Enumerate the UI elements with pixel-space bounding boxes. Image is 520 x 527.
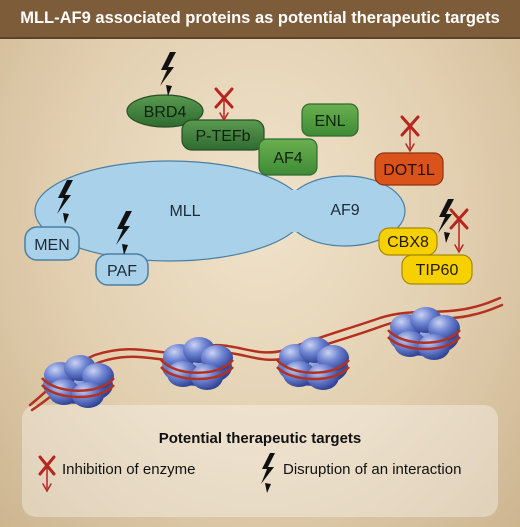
- nucleosome: [276, 337, 350, 390]
- tip60-label: TIP60: [416, 262, 459, 279]
- lightning-icon: [438, 199, 454, 243]
- ptefb-label: P-TEFb: [195, 128, 250, 145]
- figure-title: MLL-AF9 associated proteins as potential…: [20, 9, 500, 27]
- title-bar: MLL-AF9 associated proteins as potential…: [0, 0, 520, 39]
- nucleosome: [160, 337, 234, 390]
- inhibitor-icon: [214, 87, 234, 122]
- legend-inhibitor-icon: [38, 455, 56, 493]
- mll-af9-complex: MLL AF9: [34, 160, 406, 262]
- paf-protein: PAF: [95, 253, 149, 286]
- nucleosome: [41, 355, 115, 408]
- enl-label: ENL: [314, 113, 345, 130]
- cbx8-label: CBX8: [387, 234, 429, 251]
- legend-inhibition-label: Inhibition of enzyme: [62, 461, 195, 478]
- dot1l-protein: DOT1L: [374, 152, 444, 186]
- ptefb-protein: P-TEFb: [181, 119, 265, 151]
- af9-label: AF9: [330, 202, 359, 219]
- tip60-protein: TIP60: [401, 254, 473, 285]
- af4-label: AF4: [273, 150, 302, 167]
- nucleosome: [387, 307, 461, 360]
- legend-disruption-label: Disruption of an interaction: [283, 461, 461, 478]
- dot1l-label: DOT1L: [383, 162, 435, 179]
- lightning-icon: [160, 52, 176, 96]
- legend-panel: [22, 405, 498, 517]
- mll-label: MLL: [169, 203, 200, 220]
- men-protein: MEN: [24, 226, 80, 261]
- inhibitor-icon: [449, 208, 469, 254]
- legend-lightning-icon: [261, 453, 275, 493]
- lightning-icon: [57, 180, 73, 224]
- brd4-protein: BRD4: [126, 94, 204, 128]
- inhibitor-icon: [400, 115, 420, 153]
- men-label: MEN: [34, 237, 70, 254]
- legend-heading: Potential therapeutic targets: [159, 430, 362, 447]
- brd4-label: BRD4: [144, 104, 187, 121]
- enl-protein: ENL: [301, 103, 359, 137]
- af4-protein: AF4: [258, 138, 318, 176]
- cbx8-protein: CBX8: [378, 227, 438, 256]
- lightning-icon: [116, 211, 132, 255]
- paf-label: PAF: [107, 263, 137, 280]
